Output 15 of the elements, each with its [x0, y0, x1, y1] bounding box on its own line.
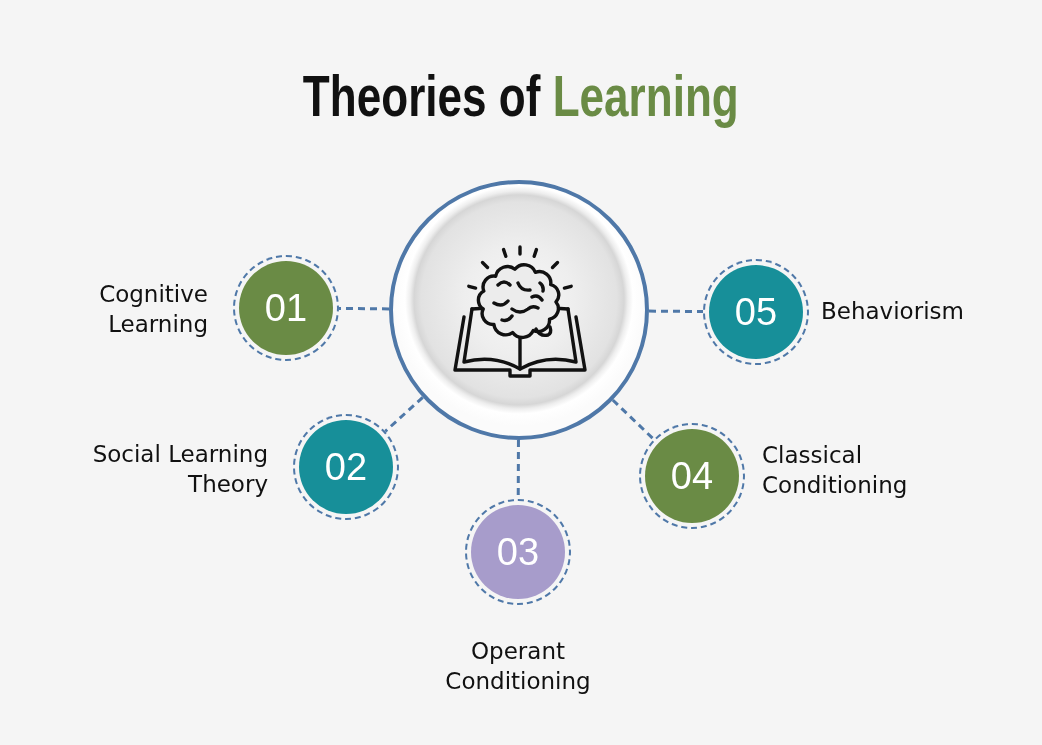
topic-label: Behaviorism — [821, 297, 965, 326]
topic-label: Classical Conditioning — [762, 441, 909, 500]
topic-label: Social Learning Theory — [91, 440, 268, 499]
step-number: 02 — [324, 448, 368, 486]
title: Theories of Learning — [303, 66, 739, 127]
connector-line — [611, 398, 655, 441]
step-number: 04 — [670, 457, 714, 495]
connector-line — [649, 309, 703, 314]
step-number: 03 — [496, 533, 540, 571]
topic-label: Operant Conditioning — [444, 637, 592, 696]
step-number: 01 — [264, 289, 308, 327]
connector-line — [339, 306, 390, 311]
connector-line — [384, 396, 424, 433]
topic-label: Cognitive Learning — [98, 280, 208, 339]
step-number: 05 — [734, 293, 778, 331]
